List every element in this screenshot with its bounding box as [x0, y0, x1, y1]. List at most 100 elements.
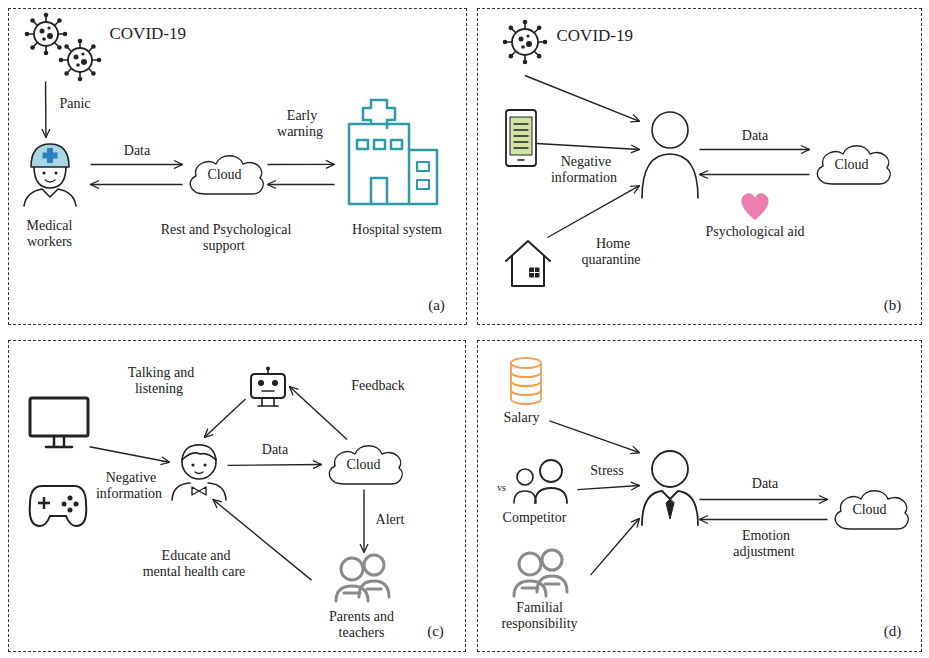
arrow-connector	[578, 486, 640, 490]
icon-stroke	[522, 19, 527, 24]
icon-stroke	[182, 444, 216, 459]
icon-stroke	[545, 582, 559, 585]
edge-label-text: Alert	[374, 512, 407, 527]
panel: COVID-19Cloud(b)	[477, 8, 922, 325]
node-label: Cloud	[828, 502, 912, 518]
icon-stroke	[81, 52, 84, 55]
monitor-icon	[28, 396, 90, 450]
icon-stroke	[30, 45, 35, 50]
icon-stroke	[530, 268, 539, 277]
panel-letter: (d)	[870, 623, 915, 640]
icon-stroke	[43, 12, 48, 17]
edge-label: Stress	[582, 463, 632, 479]
icon-stroke	[417, 162, 429, 171]
medical-worker: Medical workers	[10, 138, 91, 260]
icon-stroke	[68, 48, 92, 72]
cloud: Cloud	[828, 485, 913, 535]
icon-stroke	[91, 71, 96, 76]
icon-stroke	[46, 436, 72, 447]
icon-stroke	[77, 38, 82, 43]
monitor-icon	[28, 396, 90, 450]
panel-letter: (b)	[870, 297, 915, 314]
edge-label: Talking and listening	[110, 365, 210, 397]
icon-stroke	[530, 268, 539, 277]
icon-stroke	[47, 26, 50, 29]
icon-stroke	[24, 31, 29, 36]
icon-stroke	[371, 100, 395, 128]
icon-stroke	[195, 472, 203, 474]
businessman-icon	[640, 445, 700, 527]
icon-stroke	[34, 22, 58, 46]
icon-stroke	[47, 33, 53, 39]
icon-stroke	[514, 129, 528, 130]
icon-stroke	[364, 555, 384, 575]
child-icon	[170, 438, 228, 500]
child-icon	[170, 438, 228, 500]
gamepad-icon	[30, 486, 87, 526]
icon-stroke	[336, 586, 368, 601]
icon-stroke	[34, 166, 66, 188]
edge-label-text: Negative information	[551, 154, 619, 185]
icon-stroke	[172, 483, 226, 500]
virus2-icon	[28, 14, 103, 82]
edge-label: Early warning	[266, 108, 336, 140]
edge-label: Rest and Psychological support	[145, 222, 305, 254]
icon-stroke	[57, 18, 62, 23]
edge-label: Feedback	[343, 378, 413, 394]
edge-label: Data	[250, 442, 300, 458]
edge-label-text: Psychological aid	[703, 224, 806, 239]
icon-stroke	[64, 71, 69, 76]
cloud: Cloud	[183, 150, 268, 200]
icon-stroke	[514, 581, 546, 596]
cloud: Cloud	[810, 140, 895, 190]
node-label: Familial responsibility	[490, 600, 590, 632]
node-label: Hospital system	[335, 222, 460, 238]
icon-stroke	[344, 591, 360, 594]
edge-label-text: Early warning	[277, 108, 325, 139]
node-label: Cloud	[183, 167, 267, 183]
node-label: Medical workers	[10, 218, 90, 250]
parents-teachers: Parents and teachers	[312, 553, 413, 645]
edge-label: Alert	[370, 512, 410, 528]
icon-stroke	[39, 28, 44, 33]
cloud: Cloud	[322, 440, 407, 490]
edge-label: Panic	[55, 96, 95, 112]
salary-coins: Salary	[495, 355, 550, 433]
icon-stroke	[409, 150, 437, 204]
panel-letter: (a)	[414, 297, 459, 314]
edge-label-text: Educate and mental health care	[143, 548, 248, 579]
edge-label: Negative information	[547, 154, 623, 186]
icon-stroke	[91, 44, 96, 49]
icon-stroke	[512, 29, 538, 55]
icon-stroke	[517, 469, 533, 485]
arrow-connector	[90, 447, 170, 463]
icon-stroke	[514, 491, 536, 503]
arrow-connector	[700, 519, 828, 520]
arrow-connector	[268, 164, 335, 166]
icon-stroke	[76, 63, 80, 67]
icon-stroke	[349, 124, 409, 204]
panel: COVID-19Medical workers CloudHospital sys…	[8, 8, 467, 325]
edge-label-text: Feedback	[349, 378, 407, 393]
icon-stroke	[536, 25, 541, 30]
heart-icon	[741, 193, 768, 220]
icon-stroke	[24, 189, 76, 206]
icon-stroke	[43, 50, 48, 55]
panel: SalaryCompetitorFamilial responsibilityC…	[477, 340, 922, 652]
edge-label-text: Data	[750, 476, 780, 491]
icon-stroke	[417, 180, 429, 189]
icon-stroke	[258, 380, 264, 386]
icon-stroke	[363, 100, 371, 124]
virus-group: COVID-19	[28, 14, 218, 82]
icon-stroke	[341, 558, 363, 580]
edge-label-text: Stress	[588, 463, 625, 478]
icon-stroke	[58, 57, 63, 62]
icon-stroke	[64, 44, 69, 49]
icon-stroke	[266, 366, 270, 370]
icon-stroke	[542, 550, 562, 570]
edge-label: Negative information	[91, 470, 169, 502]
edge-label: Psychological aid	[695, 224, 815, 240]
arrow-connector	[548, 186, 640, 238]
